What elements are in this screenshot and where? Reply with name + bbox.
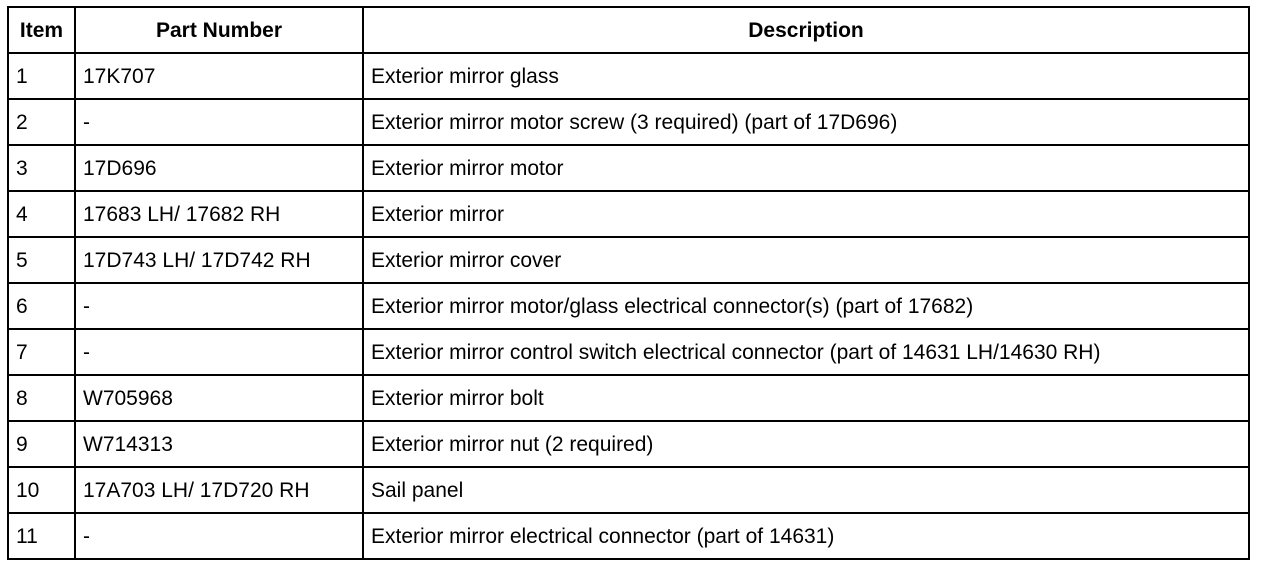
cell-description: Exterior mirror cover bbox=[362, 236, 1250, 284]
cell-part-number: - bbox=[74, 512, 364, 560]
header-part-number: Part Number bbox=[74, 6, 364, 54]
cell-description: Exterior mirror motor/glass electrical c… bbox=[362, 282, 1250, 330]
cell-item: 11 bbox=[7, 512, 76, 560]
cell-description: Exterior mirror motor screw (3 required)… bbox=[362, 98, 1250, 146]
cell-description: Exterior mirror bolt bbox=[362, 374, 1250, 422]
cell-item: 5 bbox=[7, 236, 76, 284]
cell-description: Exterior mirror glass bbox=[362, 52, 1250, 100]
cell-description: Exterior mirror motor bbox=[362, 144, 1250, 192]
header-item: Item bbox=[7, 6, 76, 54]
cell-part-number: - bbox=[74, 328, 364, 376]
cell-description: Exterior mirror nut (2 required) bbox=[362, 420, 1250, 468]
cell-item: 4 bbox=[7, 190, 76, 238]
cell-part-number: 17683 LH/ 17682 RH bbox=[74, 190, 364, 238]
cell-item: 8 bbox=[7, 374, 76, 422]
cell-item: 10 bbox=[7, 466, 76, 514]
cell-item: 7 bbox=[7, 328, 76, 376]
cell-part-number: 17A703 LH/ 17D720 RH bbox=[74, 466, 364, 514]
cell-part-number: 17D696 bbox=[74, 144, 364, 192]
cell-item: 2 bbox=[7, 98, 76, 146]
cell-part-number: 17K707 bbox=[74, 52, 364, 100]
cell-part-number: W705968 bbox=[74, 374, 364, 422]
table-row: 7-Exterior mirror control switch electri… bbox=[7, 328, 1250, 376]
cell-description: Exterior mirror electrical connector (pa… bbox=[362, 512, 1250, 560]
cell-item: 9 bbox=[7, 420, 76, 468]
cell-part-number: W714313 bbox=[74, 420, 364, 468]
table-header: Item Part Number Description bbox=[7, 6, 1250, 54]
cell-part-number: - bbox=[74, 98, 364, 146]
header-row: Item Part Number Description bbox=[7, 6, 1250, 54]
table-row: 11-Exterior mirror electrical connector … bbox=[7, 512, 1250, 560]
cell-description: Exterior mirror bbox=[362, 190, 1250, 238]
cell-item: 3 bbox=[7, 144, 76, 192]
table-row: 2-Exterior mirror motor screw (3 require… bbox=[7, 98, 1250, 146]
cell-description: Exterior mirror control switch electrica… bbox=[362, 328, 1250, 376]
cell-part-number: 17D743 LH/ 17D742 RH bbox=[74, 236, 364, 284]
cell-item: 1 bbox=[7, 52, 76, 100]
cell-description: Sail panel bbox=[362, 466, 1250, 514]
cell-item: 6 bbox=[7, 282, 76, 330]
table-row: 6-Exterior mirror motor/glass electrical… bbox=[7, 282, 1250, 330]
header-description: Description bbox=[362, 6, 1250, 54]
cell-part-number: - bbox=[74, 282, 364, 330]
